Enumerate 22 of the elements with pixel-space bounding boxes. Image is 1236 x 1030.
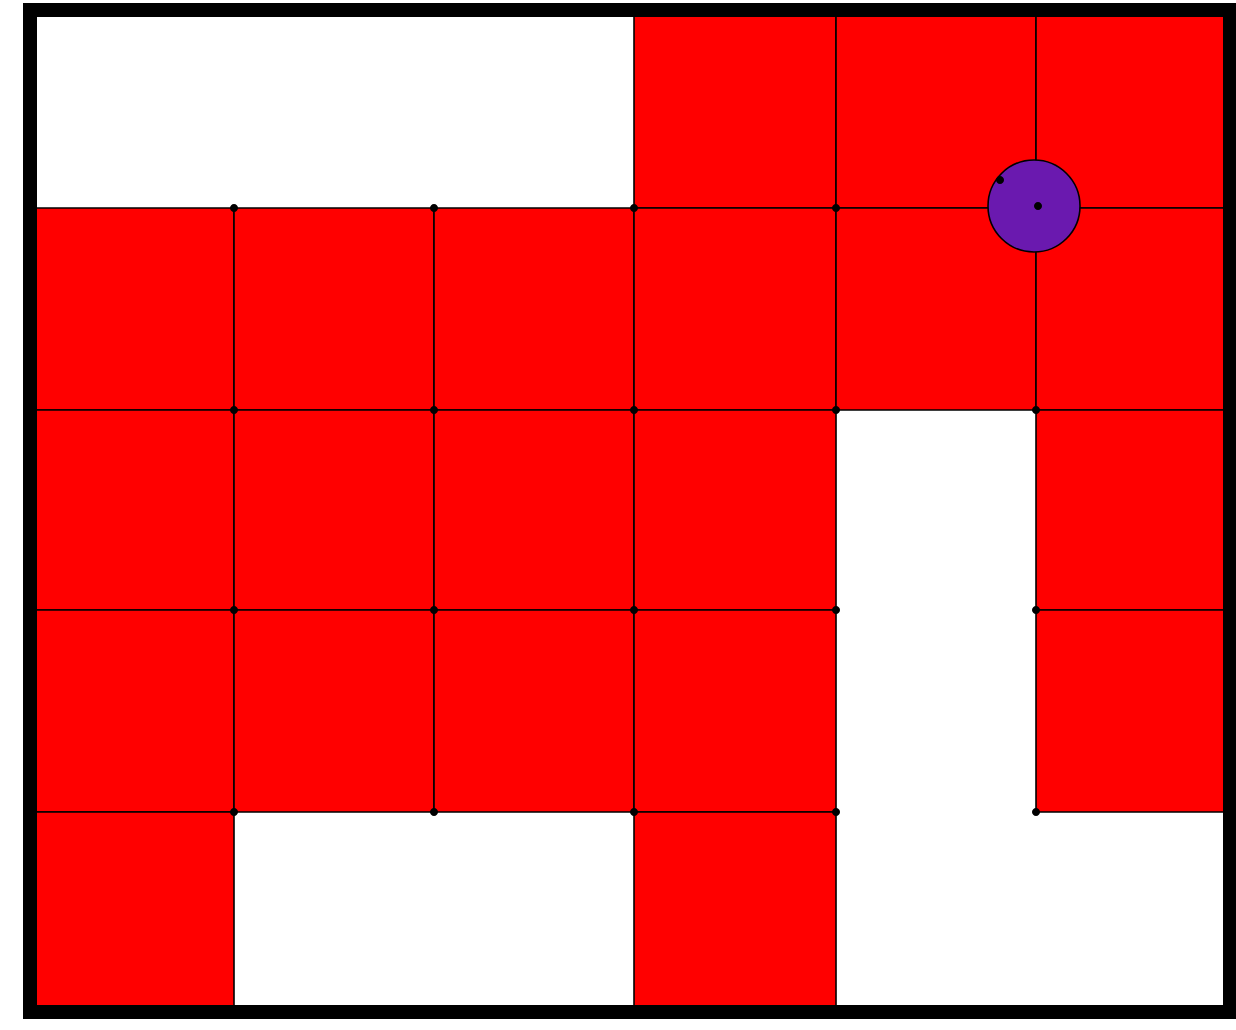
grid-square <box>1035 409 1229 611</box>
grid-square <box>633 15 837 209</box>
grid-square <box>233 409 435 611</box>
grid-square <box>1035 609 1229 813</box>
grid-square <box>633 207 837 411</box>
grid-square <box>835 207 1037 411</box>
grid-square <box>1035 207 1229 411</box>
grid-square <box>35 207 235 411</box>
grid-square <box>233 207 435 411</box>
grid-square <box>835 15 1037 209</box>
grid-square <box>433 409 635 611</box>
grid-square <box>633 609 837 813</box>
grid-square <box>633 811 837 1007</box>
grid-square <box>233 609 435 813</box>
grid-square <box>1035 15 1229 209</box>
grid-square <box>35 609 235 813</box>
token-circle <box>987 159 1081 253</box>
grid-square <box>433 609 635 813</box>
grid-square <box>433 207 635 411</box>
grid-square <box>35 409 235 611</box>
grid-square <box>35 811 235 1007</box>
grid-square <box>633 409 837 611</box>
